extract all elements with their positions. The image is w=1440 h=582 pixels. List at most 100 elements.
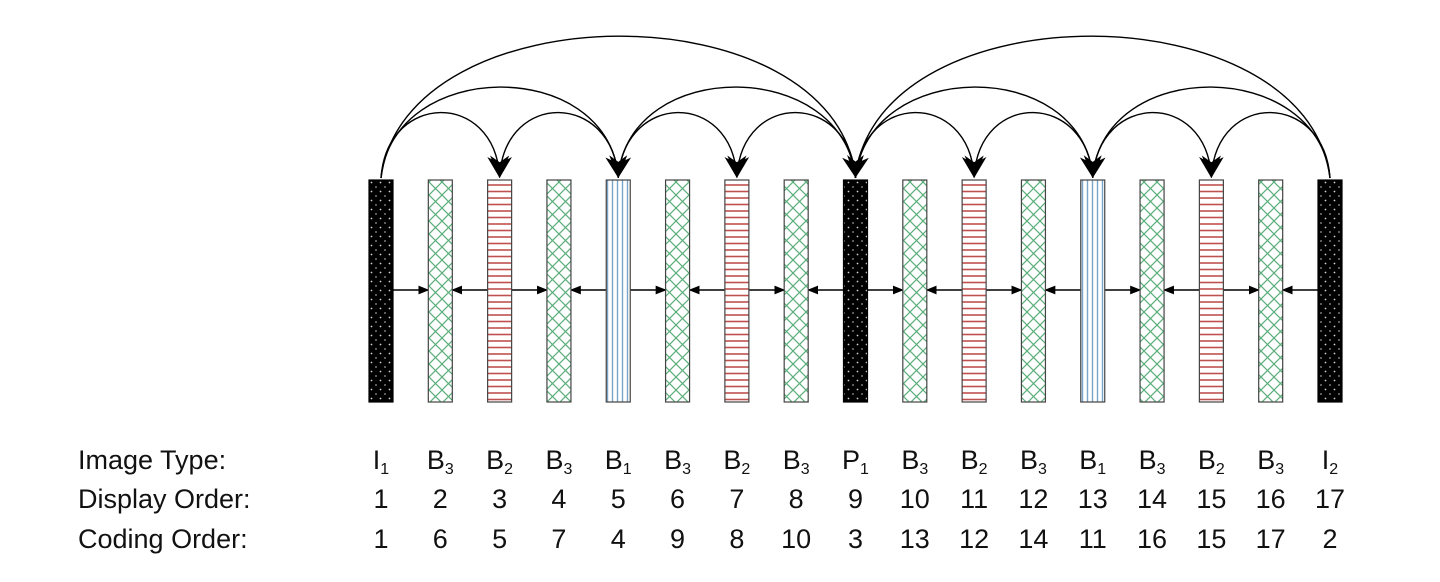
frame-bar-15 [1198, 179, 1224, 403]
frame-bar-2 [427, 179, 453, 403]
frame-bar-3 [487, 179, 513, 403]
image-type-letter: B [604, 445, 623, 475]
coding-order-cell: 16 [1137, 524, 1168, 554]
display-order-cell: 7 [729, 484, 745, 514]
display-order-cell: 10 [899, 484, 930, 514]
image-type-subscript: 3 [1156, 461, 1166, 478]
display-order-cell: 17 [1314, 484, 1346, 514]
image-type-cell: B3 [1128, 445, 1176, 478]
image-type-subscript: 3 [919, 461, 929, 478]
display-order-cell: 1 [373, 484, 389, 514]
frame-bar-1 [368, 179, 394, 403]
image-type-subscript: 3 [1037, 461, 1047, 478]
frame-bar-8 [783, 179, 809, 403]
display-order-cell: 14 [1137, 484, 1168, 514]
image-type-cell: I1 [357, 445, 405, 478]
image-type-cell: B1 [594, 445, 642, 478]
image-type-subscript: 2 [741, 461, 751, 478]
reference-arc-5 [617, 111, 747, 179]
coding-order-cell: 9 [670, 524, 686, 554]
coding-order-cell: 1 [373, 524, 389, 554]
coding-order-cell: 4 [610, 524, 626, 554]
coding-order-cell: 12 [959, 524, 990, 554]
image-type-cell: B2 [713, 445, 761, 478]
frame-bar-16 [1258, 179, 1284, 403]
frame-bar-14 [1139, 179, 1165, 403]
image-type-subscript: 2 [978, 461, 988, 478]
image-type-subscript: 1 [860, 461, 869, 478]
frame-bar-9 [842, 179, 869, 403]
frame-bar-12 [1020, 179, 1047, 403]
image-type-label: Image Type: [78, 445, 227, 475]
coding-order-cell: 3 [847, 524, 864, 554]
display-order-cell: 6 [670, 484, 686, 514]
image-type-letter: B [486, 445, 505, 475]
reference-arc-7 [609, 86, 857, 179]
reference-arc-8 [847, 35, 1331, 179]
display-order-cell: 13 [1077, 484, 1108, 514]
frame-bar-13 [1080, 179, 1106, 403]
image-type-letter: B [664, 445, 683, 475]
coding-order-cell: 5 [492, 524, 508, 554]
image-type-subscript: 1 [380, 461, 390, 478]
frame-bar-4 [546, 179, 572, 403]
frame-bar-11 [961, 179, 987, 403]
display-order-cell: 11 [960, 484, 989, 514]
coding-order-cell: 7 [551, 524, 567, 554]
display-order-cell: 4 [551, 484, 567, 514]
image-type-letter: B [1079, 445, 1098, 475]
reference-arcs [380, 35, 1331, 179]
display-order-cell: 16 [1255, 484, 1286, 514]
coding-order-cell: 11 [1078, 524, 1107, 554]
image-type-cell: B3 [416, 445, 464, 478]
image-type-letter: B [1019, 445, 1038, 475]
display-order-cell: 12 [1018, 484, 1049, 514]
image-type-subscript: 3 [1275, 461, 1285, 478]
reference-arc-10 [854, 111, 984, 179]
display-order-label: Display Order: [78, 484, 251, 514]
image-type-cell: B3 [772, 445, 820, 478]
coding-order-cell: 2 [1322, 524, 1338, 554]
reference-arc-1 [380, 35, 864, 179]
image-type-cell: B3 [535, 445, 583, 478]
reference-arc-4 [490, 111, 619, 179]
frame-bars [368, 179, 1343, 403]
reference-arc-6 [727, 111, 857, 179]
image-type-letter: B [1138, 445, 1157, 475]
image-type-cell: B3 [1247, 445, 1295, 478]
image-type-letter: P [842, 445, 861, 475]
coding-order-label: Coding Order: [78, 524, 248, 554]
image-type-letter: B [545, 445, 564, 475]
image-type-letter: B [782, 445, 801, 475]
reference-arc-11 [964, 111, 1094, 179]
image-type-cell: I2 [1306, 445, 1354, 478]
display-order-cell: 9 [847, 484, 864, 514]
image-type-letter: B [1197, 445, 1216, 475]
display-order-cell: 5 [610, 484, 626, 514]
display-order-cell: 15 [1196, 484, 1227, 514]
image-type-cell: P1 [832, 445, 880, 478]
reference-arc-9 [854, 86, 1102, 179]
image-type-subscript: 3 [682, 461, 692, 478]
image-type-subscript: 2 [504, 461, 514, 478]
coding-order-cell: 10 [781, 524, 812, 554]
image-type-cell: B2 [476, 445, 524, 478]
display-order-cell: 2 [432, 484, 448, 514]
image-type-letter: B [901, 445, 920, 475]
coding-order-cell: 17 [1255, 524, 1286, 554]
image-type-subscript: 1 [1097, 461, 1107, 478]
image-type-letter: B [960, 445, 979, 475]
reference-arc-12 [1092, 111, 1221, 179]
image-type-cell: B3 [1009, 445, 1057, 478]
coding-order-cell: 15 [1196, 524, 1227, 554]
frame-bar-10 [902, 179, 928, 403]
image-type-letter: I [1321, 445, 1330, 475]
image-type-cell: B1 [1069, 445, 1117, 478]
image-type-subscript: 3 [444, 461, 454, 478]
image-type-subscript: 2 [1329, 461, 1339, 478]
coding-order-cell: 6 [432, 524, 448, 554]
image-type-subscript: 1 [622, 461, 632, 478]
image-type-subscript: 2 [1215, 461, 1225, 478]
reference-arc-13 [1201, 111, 1331, 179]
